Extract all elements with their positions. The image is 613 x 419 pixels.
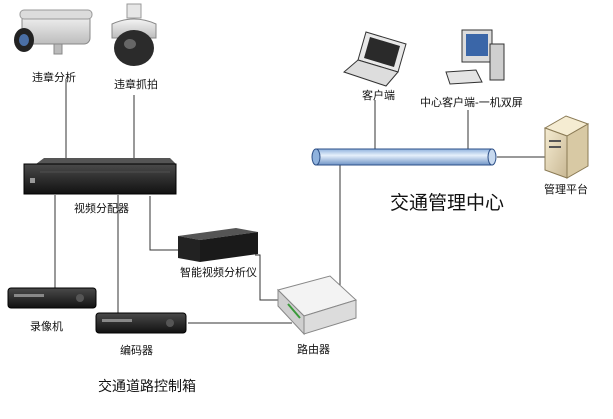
encoder-icon [95,312,187,334]
management-platform-label: 管理平台 [544,183,588,196]
traffic-control-box-title: 交通道路控制箱 [98,379,196,395]
connection-lines [54,80,545,324]
network-backbone [311,148,497,166]
violation-analysis-label: 违章分析 [32,71,76,84]
dome-camera-icon [111,3,157,66]
server-icon [543,115,590,179]
video-distributor-label: 视频分配器 [74,202,129,215]
encoder-label: 编码器 [120,344,153,357]
client-label: 客户端 [362,89,395,102]
desktop-computer-icon [445,29,505,85]
router-label: 路由器 [297,343,330,356]
video-analyzer-label: 智能视频分析仪 [180,266,257,279]
router-icon [277,275,357,336]
recorder-icon [7,287,97,309]
video-distributor-icon [23,158,177,195]
violation-capture-label: 违章抓拍 [114,78,158,91]
laptop-icon [343,31,407,87]
center-client-label: 中心客户端-一机双屏 [420,96,523,109]
recorder-label: 录像机 [30,320,63,333]
video-analyzer-icon [178,228,258,262]
traffic-management-center-title: 交通管理中心 [390,192,505,214]
box-camera-icon [14,9,93,55]
